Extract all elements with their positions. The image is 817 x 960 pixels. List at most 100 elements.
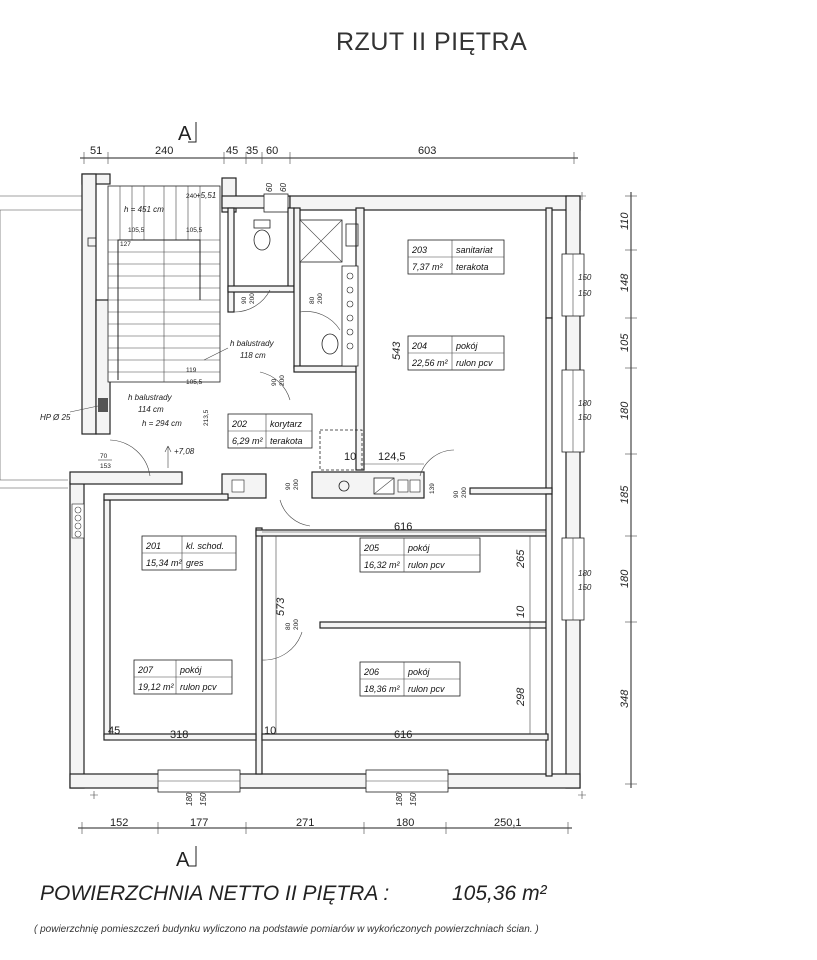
right-dim-348: 348: [619, 689, 631, 708]
room-202-floor: terakota: [270, 436, 303, 446]
window-tag-r2-w: 180: [578, 399, 592, 408]
right-dim-105: 105: [619, 333, 631, 352]
dim-10-bottom: 10: [264, 725, 276, 737]
room-label-201: 201 kl. schod. 15,34 m² gres: [141, 535, 237, 571]
window-tag-t1-w: 60: [265, 183, 274, 192]
doors: 90 200 80 200 90 200 90 200 90 200 80 20…: [233, 289, 468, 661]
door3-h: 200: [279, 375, 286, 386]
room-202-area: 6,29 m²: [232, 436, 264, 446]
window-tag-t1-h: 60: [279, 183, 288, 192]
area-footnote: ( powierzchnię pomieszczeń budynku wylic…: [34, 924, 539, 935]
window-tag-b2-h: 150: [409, 792, 418, 806]
room-203-name: sanitariat: [456, 245, 493, 255]
room-label-204: 204 pokój 22,56 m² rulon pcv: [407, 335, 505, 371]
room-207-number: 207: [137, 665, 154, 675]
stair-exit-dims: 70 153: [98, 439, 151, 477]
room-label-205: 205 pokój 16,32 m² rulon pcv: [359, 537, 481, 573]
top-dim-603: 603: [418, 145, 436, 157]
level-5-51: +5,51: [196, 191, 216, 200]
net-area-label: POWIERZCHNIA NETTO II PIĘTRA :: [40, 882, 389, 905]
section-label-bottom: A: [176, 849, 190, 871]
room-206-name: pokój: [407, 667, 431, 677]
plan-title: RZUT II PIĘTRA: [336, 28, 527, 56]
window-tags: 150 150 180 150 180 150 180 150 180 150 …: [185, 183, 592, 806]
door2-w: 80: [309, 296, 316, 304]
room-label-207: 207 pokój 19,12 m² rulon pcv: [133, 659, 233, 695]
bottom-dim-271: 271: [296, 817, 314, 829]
stair-height-451: h = 451 cm: [124, 205, 164, 214]
room-204-name: pokój: [455, 341, 479, 351]
room-205-area: 16,32 m²: [364, 560, 401, 570]
window-tag-b1-h: 150: [199, 792, 208, 806]
bottom-dim-177: 177: [190, 817, 208, 829]
dim-45: 45: [108, 725, 120, 737]
room-202-name: korytarz: [270, 419, 303, 429]
room-label-206: 206 pokój 18,36 m² rulon pcv: [359, 661, 461, 697]
window-tag-r1-h: 150: [578, 289, 592, 298]
stair-dim-240: 240: [186, 193, 197, 200]
room-201-area: 15,34 m²: [146, 558, 183, 568]
room-206-area: 18,36 m²: [364, 684, 401, 694]
dim-10-vertical: 10: [515, 605, 527, 618]
right-dim-180b: 180: [619, 569, 631, 588]
door4-w: 90: [285, 482, 292, 490]
door3-w: 90: [271, 378, 278, 386]
section-label-top: A: [178, 123, 192, 145]
window-tag-r2-h: 150: [578, 413, 592, 422]
interior-dimensions: 543 616 265 10 573 298 45 318 10 616 10 …: [108, 341, 546, 741]
dim-70: 70: [100, 453, 108, 460]
top-dim-240: 240: [155, 145, 173, 157]
room-label-202: 202 korytarz 6,29 m² terakota: [227, 413, 313, 449]
right-dim-110: 110: [619, 212, 631, 230]
room-202-number: 202: [231, 419, 247, 429]
window-tag-b1-w: 180: [185, 792, 194, 806]
window-tag-r3-h: 150: [578, 583, 592, 592]
room-205-number: 205: [363, 543, 380, 553]
dim-318: 318: [170, 729, 188, 741]
room-201-name: kl. schod.: [186, 541, 224, 551]
room-206-number: 206: [363, 667, 379, 677]
dim-543: 543: [391, 341, 403, 360]
room-205-name: pokój: [407, 543, 431, 553]
stair-dim-105-5a: 105,5: [128, 227, 145, 234]
door6-h: 200: [293, 619, 300, 630]
room-207-floor: rulon pcv: [180, 682, 217, 692]
dim-616-upper: 616: [394, 521, 412, 533]
room-204-area: 22,56 m²: [411, 358, 449, 368]
railing-height-value-1: 118 cm: [240, 351, 266, 360]
stair-dim-105-5c: 105,5: [186, 379, 203, 386]
hydrant-label: HP Ø 25: [40, 413, 71, 422]
room-203-number: 203: [411, 245, 427, 255]
dim-153: 153: [100, 463, 111, 470]
top-dim-51: 51: [90, 145, 102, 157]
door6-w: 80: [285, 622, 292, 630]
dim-124-5: 124,5: [378, 451, 406, 463]
door5-h: 200: [461, 487, 468, 498]
door1-h: 200: [249, 293, 256, 304]
room-203-floor: terakota: [456, 262, 489, 272]
room-207-area: 19,12 m²: [138, 682, 175, 692]
ducts: [71, 429, 421, 539]
window-tag-r1-w: 150: [578, 273, 592, 282]
bottom-dim-250-1: 250,1: [494, 817, 522, 829]
window-tag-r3-w: 180: [578, 569, 592, 578]
railing-height-label-2: h balustrady: [128, 393, 173, 402]
interior-walls: [103, 207, 553, 777]
outer-walls: [69, 173, 581, 789]
level-7-08: +7,08: [174, 447, 195, 456]
stair-dim-127: 127: [120, 241, 131, 248]
wc-fixtures: [253, 219, 359, 367]
dim-616-lower: 616: [394, 729, 412, 741]
stair-dim-105-5b: 105,5: [186, 227, 203, 234]
door2-h: 200: [317, 293, 324, 304]
stair-dim-119: 119: [186, 367, 197, 374]
room-207-name: pokój: [179, 665, 203, 675]
section-marker-bottom: A: [176, 846, 197, 871]
top-dim-45: 45: [226, 145, 238, 157]
bottom-dimension-line: 152 177 271 180 250,1: [78, 817, 572, 834]
section-marker-top: A: [178, 122, 197, 145]
railing-height-value-2: 114 cm: [138, 405, 164, 414]
dim-265: 265: [515, 549, 527, 569]
dim-213-5: 213,5: [203, 409, 210, 426]
room-203-area: 7,37 m²: [412, 262, 444, 272]
